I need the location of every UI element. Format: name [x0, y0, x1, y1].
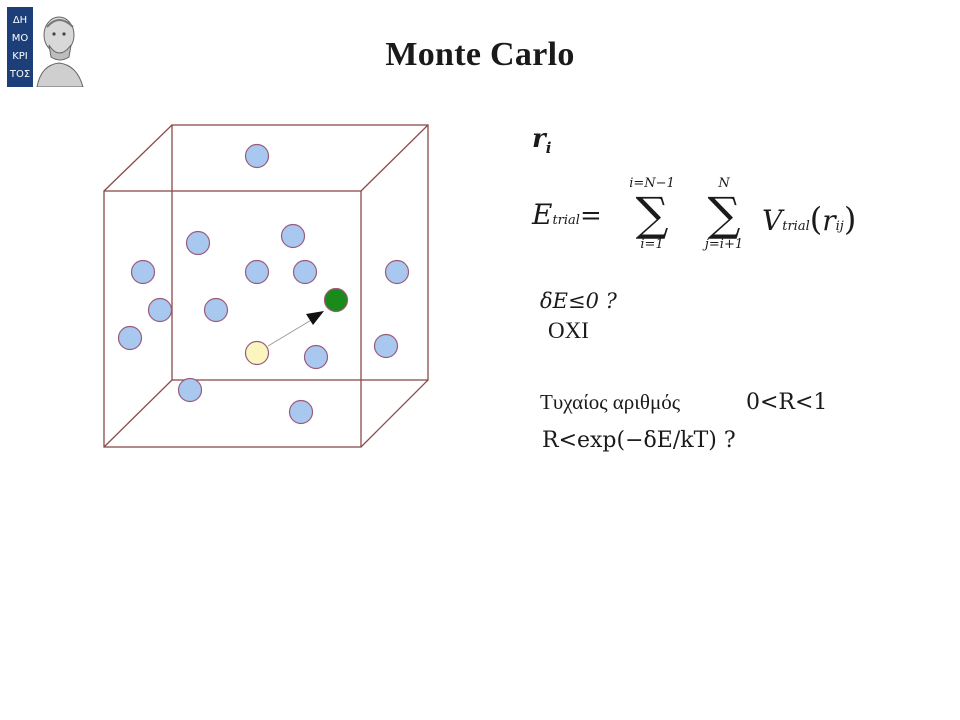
logo-banner [7, 7, 33, 87]
position-symbol: r [532, 124, 546, 154]
particle [303, 344, 329, 370]
paren-open: ( [809, 200, 823, 238]
trial-move-arrow [267, 315, 319, 347]
cube-back-face [171, 124, 429, 381]
particle [292, 259, 318, 285]
energy-condition: δE≤0 ? [540, 289, 617, 313]
second-sum-upper: N [718, 176, 730, 191]
first-sum: i=N−1 ∑ i=1 [612, 176, 692, 252]
first-sum-lower: i=1 [640, 237, 664, 252]
cube-edges [103, 124, 429, 448]
potential-symbol: V [762, 204, 783, 237]
paren-close: ) [843, 200, 857, 238]
potential-subscript: trial [782, 219, 810, 234]
potential-term: Vtrial(rij) [762, 200, 856, 238]
equals-sign: = [579, 201, 602, 231]
logo-glyph-2: ΜΟ [12, 33, 29, 44]
logo-glyph-4: ΤΟΣ [9, 69, 30, 80]
energy-symbol: E [532, 198, 553, 231]
particle [130, 259, 156, 285]
democritus-logo: ΔΗ ΜΟ ΚΡΙ ΤΟΣ [7, 7, 85, 88]
slide-title: Monte Carlo [385, 36, 575, 73]
logo-glyph-1: ΔΗ [13, 15, 27, 26]
acceptance-criterion: R<exp(−δE/kT) ? [542, 428, 736, 453]
particle [185, 230, 211, 256]
old-position-particle [244, 340, 270, 366]
particle [280, 223, 306, 249]
trial-move-arrowhead [306, 311, 324, 325]
second-sum-lower: j=i+1 [704, 237, 744, 252]
cube-edge-br [360, 379, 429, 448]
second-sum: N ∑ j=i+1 [684, 176, 764, 252]
second-sum-sigma: ∑ [707, 187, 741, 241]
particle [384, 259, 410, 285]
energy-subscript: trial [552, 213, 580, 228]
first-sum-upper: i=N−1 [629, 176, 675, 191]
cube-front-face [103, 190, 362, 448]
particle [147, 297, 173, 323]
particle [203, 297, 229, 323]
particle [288, 399, 314, 425]
particle [117, 325, 143, 351]
energy-lhs: Etrial= [532, 198, 602, 231]
distance-subscript: ij [835, 219, 844, 234]
position-vector: ri [532, 124, 551, 157]
new-position-particle [323, 287, 349, 313]
random-number-label: Τυχαίος αριθμός [540, 390, 681, 414]
particles [117, 143, 410, 425]
cube-edge-bl [103, 379, 173, 448]
particle [177, 377, 203, 403]
particle [244, 143, 270, 169]
particle [244, 259, 270, 285]
cube-edge-tl [103, 124, 173, 192]
logo-glyph-3: ΚΡΙ [12, 51, 28, 62]
condition-answer: OXI [548, 318, 589, 343]
democritus-bust-icon: ΔΗ ΜΟ ΚΡΙ ΤΟΣ [7, 7, 84, 88]
first-sum-sigma: ∑ [635, 187, 669, 241]
position-index: i [545, 139, 552, 158]
cube-edge-tr [360, 124, 429, 192]
particle [373, 333, 399, 359]
distance-symbol: r [822, 204, 836, 237]
random-number-range: 0<R<1 [746, 390, 828, 415]
